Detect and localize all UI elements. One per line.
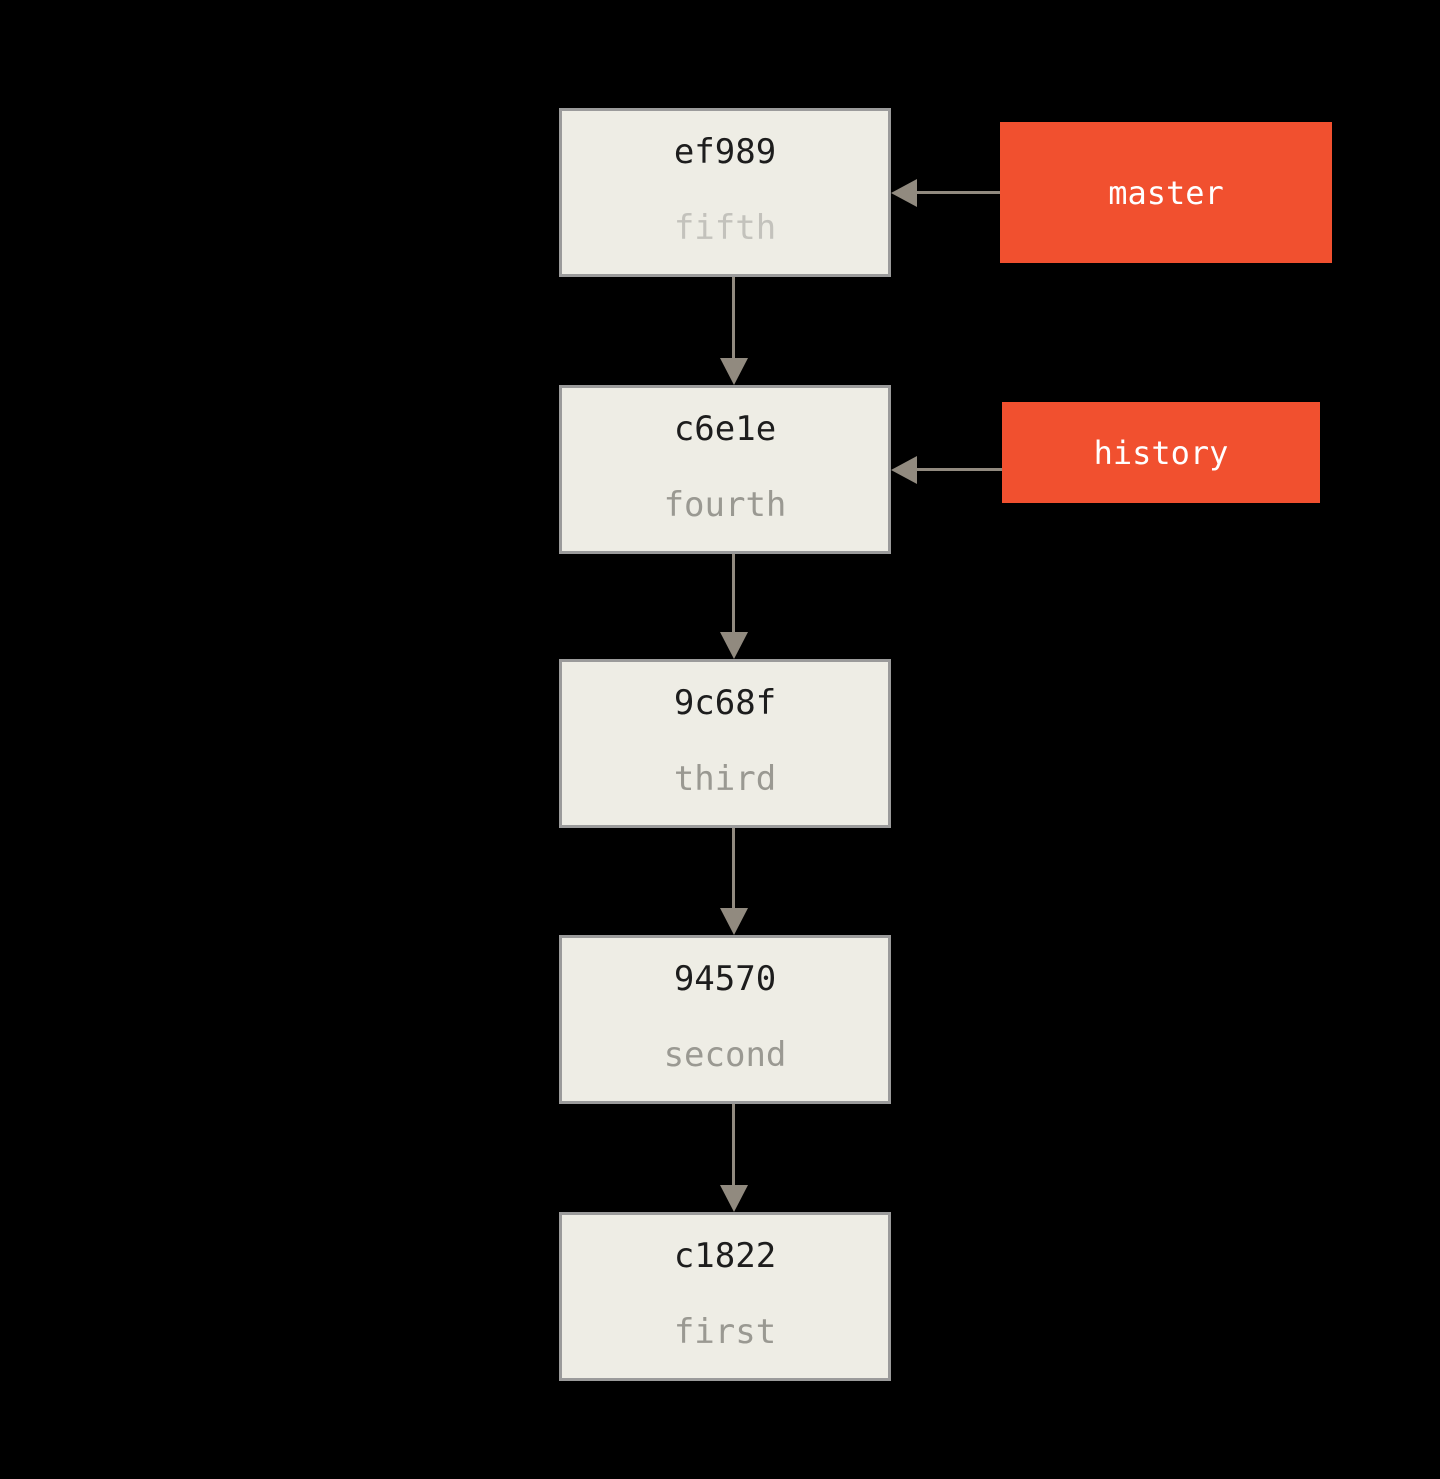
arrowhead-left-icon: [891, 456, 917, 484]
arrow-line: [732, 554, 735, 633]
commit-box-9c68f: 9c68f third: [559, 659, 891, 828]
commit-box-c6e1e: c6e1e fourth: [559, 385, 891, 554]
commit-box-c1822: c1822 first: [559, 1212, 891, 1381]
branch-pointer-arrow-history: [891, 456, 1002, 484]
branch-label-history: history: [1002, 402, 1320, 503]
commit-message: fourth: [663, 485, 787, 525]
arrowhead-down-icon: [720, 358, 748, 385]
commit-message: fifth: [673, 208, 777, 248]
commit-box-94570: 94570 second: [559, 935, 891, 1104]
parent-arrow-c6e1e-9c68f: [720, 554, 748, 659]
parent-arrow-ef989-c6e1e: [720, 277, 748, 385]
commit-hash: c1822: [673, 1236, 777, 1276]
arrowhead-down-icon: [720, 908, 748, 935]
arrow-line: [917, 191, 1000, 194]
arrow-line: [917, 468, 1002, 471]
branch-label-master: master: [1000, 122, 1332, 263]
commit-message: first: [673, 1312, 777, 1352]
commit-message: second: [663, 1035, 787, 1075]
arrow-line: [732, 1104, 735, 1186]
arrowhead-left-icon: [891, 179, 917, 207]
commit-message: third: [673, 759, 777, 799]
commit-hash: c6e1e: [673, 409, 777, 449]
commit-box-ef989: ef989 fifth: [559, 108, 891, 277]
arrowhead-down-icon: [720, 1185, 748, 1212]
commit-hash: 9c68f: [673, 683, 777, 723]
parent-arrow-9c68f-94570: [720, 828, 748, 935]
commit-hash: ef989: [673, 132, 777, 172]
commit-hash: 94570: [673, 959, 777, 999]
parent-arrow-94570-c1822: [720, 1104, 748, 1212]
branch-pointer-arrow-master: [891, 179, 1000, 207]
arrow-line: [732, 277, 735, 359]
arrow-line: [732, 828, 735, 909]
arrowhead-down-icon: [720, 632, 748, 659]
